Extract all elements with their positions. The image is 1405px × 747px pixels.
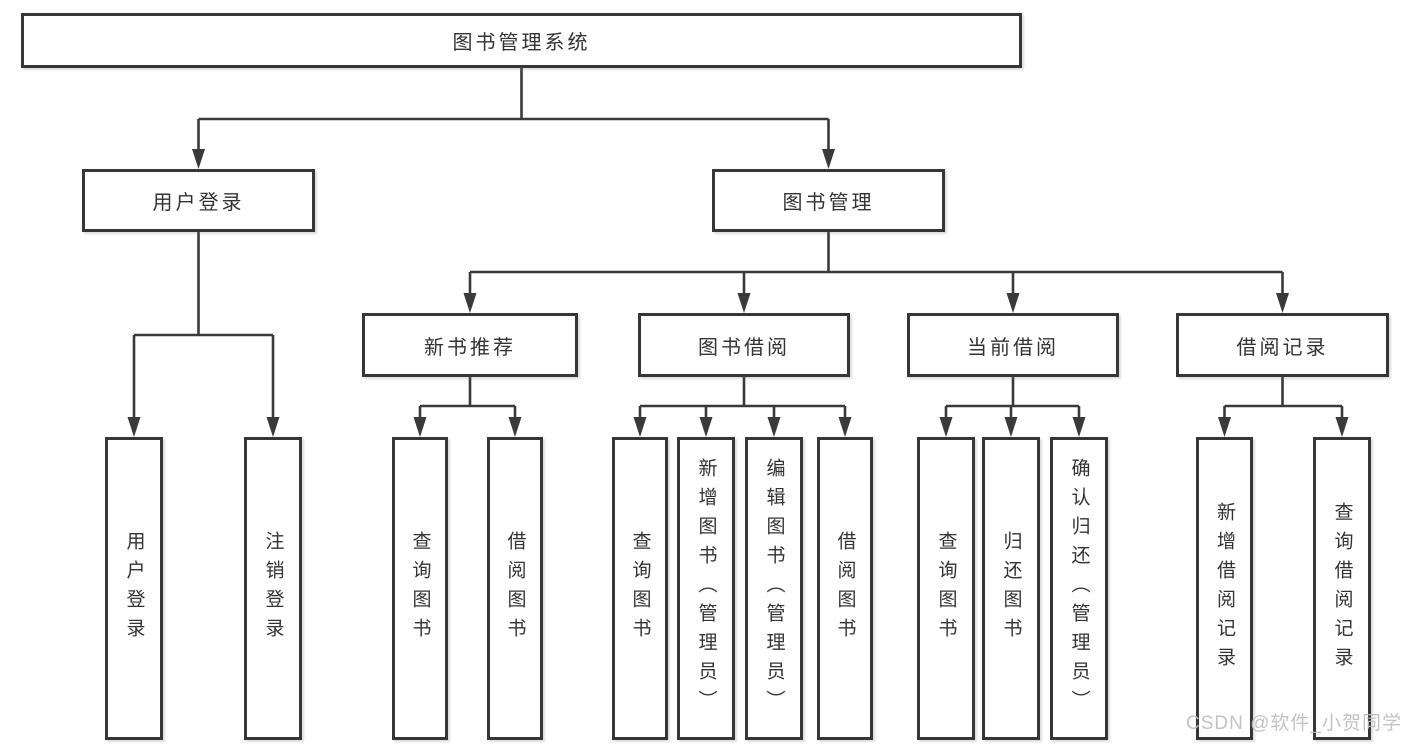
edge-root <box>192 68 835 169</box>
node-record-1: 新增借阅记录 <box>1196 437 1253 740</box>
node-root: 图书管理系统 <box>21 13 1022 68</box>
node-label-mgmt: 图书管理 <box>782 192 875 214</box>
node-login: 用户登录 <box>82 169 315 232</box>
arrowhead-record <box>1276 293 1289 313</box>
node-borrow-1: 查询图书 <box>612 437 668 740</box>
arrowhead-borrow-4 <box>838 417 852 437</box>
node-rec: 新书推荐 <box>362 313 578 377</box>
arrowhead-record-1 <box>1218 417 1231 437</box>
node-label-current-3: 确认归还（管理员） <box>1068 458 1090 719</box>
arrowhead-rec <box>463 293 477 313</box>
arrowhead-current-1 <box>939 417 953 437</box>
node-label-login: 用户登录 <box>152 192 245 214</box>
arrowhead-rec-2 <box>508 417 522 437</box>
node-login-1: 用户登录 <box>105 437 163 740</box>
node-borrow-2: 新增图书（管理员） <box>677 437 735 740</box>
arrowhead-borrow-3 <box>767 417 781 437</box>
node-label-borrow-4: 借阅图书 <box>834 530 856 647</box>
node-rec-1: 查询图书 <box>392 437 448 740</box>
arrowhead-borrow-1 <box>633 417 647 437</box>
node-label-current-2: 归还图书 <box>1000 530 1022 647</box>
edge-rec <box>413 377 522 437</box>
node-label-rec-1: 查询图书 <box>409 530 431 647</box>
arrowhead-login <box>192 149 205 169</box>
node-current: 当前借阅 <box>907 313 1119 377</box>
node-current-2: 归还图书 <box>982 437 1040 740</box>
node-login-2: 注销登录 <box>244 437 302 740</box>
node-label-borrow-1: 查询图书 <box>629 530 651 647</box>
node-label-record-2: 查询借阅记录 <box>1331 501 1353 676</box>
edge-mgmt <box>463 232 1289 313</box>
edge-borrow <box>633 377 852 437</box>
arrowhead-rec-1 <box>413 417 427 437</box>
node-label-rec: 新书推荐 <box>424 336 516 359</box>
node-label-current-1: 查询图书 <box>935 530 957 647</box>
node-current-3: 确认归还（管理员） <box>1050 437 1108 740</box>
node-current-1: 查询图书 <box>917 437 975 740</box>
node-borrow-3: 编辑图书（管理员） <box>745 437 803 740</box>
edge-record <box>1218 377 1349 437</box>
node-label-current: 当前借阅 <box>967 336 1059 359</box>
node-label-login-1: 用户登录 <box>123 530 145 647</box>
arrowhead-login-1 <box>127 417 141 437</box>
arrowhead-record-2 <box>1335 417 1349 437</box>
arrowhead-current <box>1006 293 1020 313</box>
arrowhead-current-3 <box>1072 417 1086 437</box>
node-label-rec-2: 借阅图书 <box>504 530 526 647</box>
arrowhead-borrow-2 <box>699 417 713 437</box>
node-label-borrow-2: 新增图书（管理员） <box>695 458 717 719</box>
arrowhead-borrow <box>737 293 751 313</box>
arrowhead-current-2 <box>1004 417 1018 437</box>
arrowhead-login-2 <box>266 417 280 437</box>
node-label-login-2: 注销登录 <box>262 530 284 647</box>
node-borrow: 图书借阅 <box>638 313 850 377</box>
node-label-borrow-3: 编辑图书（管理员） <box>763 458 785 719</box>
edge-login <box>127 232 280 437</box>
node-label-root: 图书管理系统 <box>452 32 591 54</box>
node-mgmt: 图书管理 <box>712 169 945 232</box>
edge-current <box>939 377 1086 437</box>
node-record: 借阅记录 <box>1176 313 1389 377</box>
node-borrow-4: 借阅图书 <box>817 437 873 740</box>
node-record-2: 查询借阅记录 <box>1313 437 1371 740</box>
node-label-record-1: 新增借阅记录 <box>1214 501 1235 676</box>
node-label-borrow: 图书借阅 <box>698 336 790 359</box>
arrowhead-mgmt <box>822 149 835 169</box>
node-label-record: 借阅记录 <box>1236 336 1329 359</box>
node-rec-2: 借阅图书 <box>487 437 543 740</box>
watermark: CSDN @软件_小贺同学 <box>1186 713 1402 734</box>
